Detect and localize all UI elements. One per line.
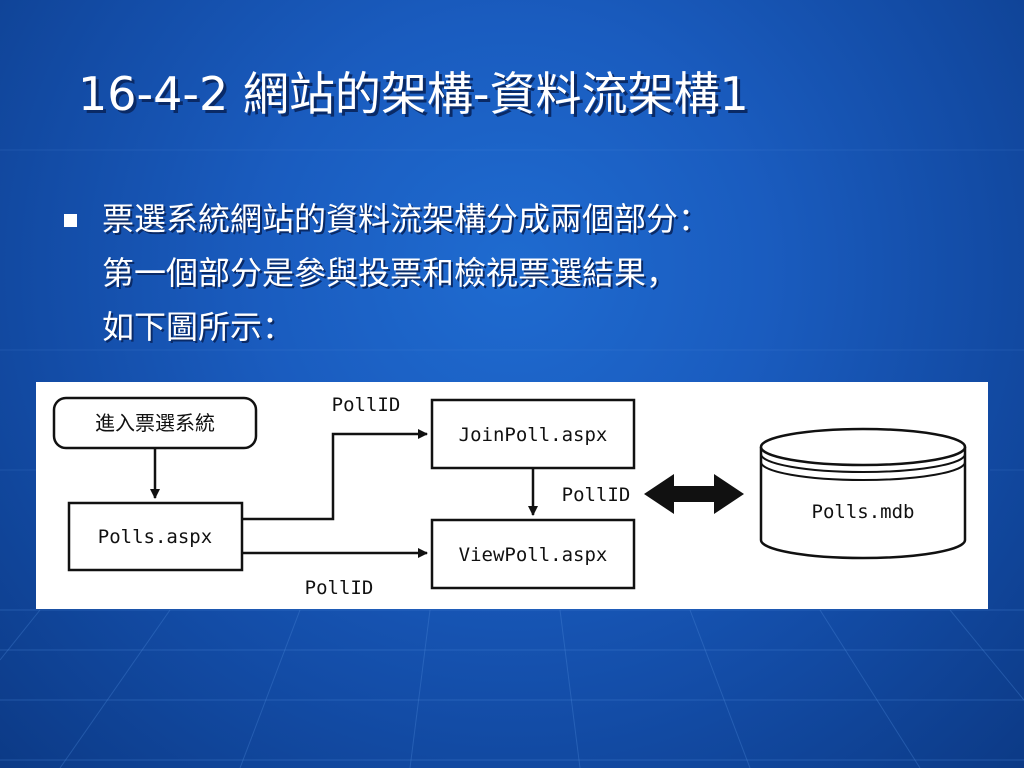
- slide-title: 16-4-2 網站的架構-資料流架構1: [78, 67, 749, 121]
- bullet-text: 票選系統網站的資料流架構分成兩個部分： 第一個部分是參與投票和檢視票選結果， 如…: [102, 192, 962, 354]
- edge-label-bottom: PollID: [305, 577, 374, 599]
- polls-node: Polls.aspx: [67, 501, 244, 572]
- join-node: JoinPoll.aspx: [430, 398, 636, 470]
- bullet-line-1: 票選系統網站的資料流架構分成兩個部分：: [102, 200, 711, 238]
- database-node-label: Polls.mdb: [812, 501, 915, 523]
- edge-label-top: PollID: [332, 394, 401, 416]
- join-node-label: JoinPoll.aspx: [459, 424, 608, 446]
- bullet-line-2: 第一個部分是參與投票和檢視票選結果，: [102, 254, 679, 292]
- bullet-line-3: 如下圖所示：: [102, 308, 295, 346]
- polls-node-label: Polls.aspx: [98, 526, 212, 548]
- view-node: ViewPoll.aspx: [430, 518, 636, 590]
- edge-label-middle: PollID: [562, 484, 631, 506]
- view-node-label: ViewPoll.aspx: [459, 544, 608, 566]
- arrow-polls-to-join: [242, 429, 428, 521]
- bullet-square-icon: [64, 214, 77, 227]
- entry-node: 進入票選系統: [52, 396, 258, 450]
- double-arrow-icon: [644, 474, 744, 514]
- bullet-item: 票選系統網站的資料流架構分成兩個部分： 第一個部分是參與投票和檢視票選結果， 如…: [62, 192, 962, 354]
- dataflow-diagram: 進入票選系統 Polls.aspx PollID PollID JoinPoll…: [36, 382, 988, 609]
- entry-node-label: 進入票選系統: [95, 411, 215, 435]
- database-node: Polls.mdb: [759, 427, 967, 560]
